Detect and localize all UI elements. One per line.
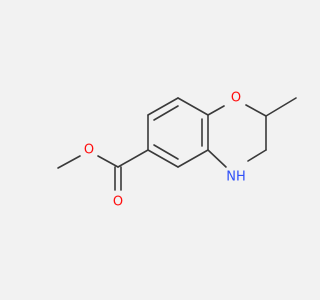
carbonyl-oxygen-label: O (113, 195, 123, 210)
ring-oxygen-label: O (231, 91, 241, 106)
bond (245, 104, 267, 117)
ring-nitrogen-label: NH (226, 170, 246, 185)
molecule-structure: O O O NH (57, 89, 297, 211)
bond (177, 149, 209, 168)
bond (177, 97, 209, 116)
bond (207, 149, 227, 168)
bond (147, 97, 179, 116)
bond (97, 155, 119, 168)
double-bond-inner (153, 144, 179, 160)
ester-oxygen-label: O (84, 143, 94, 158)
atom-label-layer: O O O NH (80, 89, 246, 211)
bond (147, 149, 179, 168)
bond (117, 149, 149, 168)
ring-nitrogen-atom: NH (224, 168, 246, 186)
bond (207, 105, 225, 116)
bond-layer (57, 97, 297, 191)
bond (57, 155, 81, 169)
double-bond-inner (153, 105, 179, 121)
bond (247, 149, 267, 162)
ring-oxygen-atom: O (227, 89, 245, 107)
bond (265, 97, 297, 117)
carbonyl-oxygen-atom: O (109, 193, 127, 211)
ester-oxygen-atom: O (80, 141, 98, 159)
